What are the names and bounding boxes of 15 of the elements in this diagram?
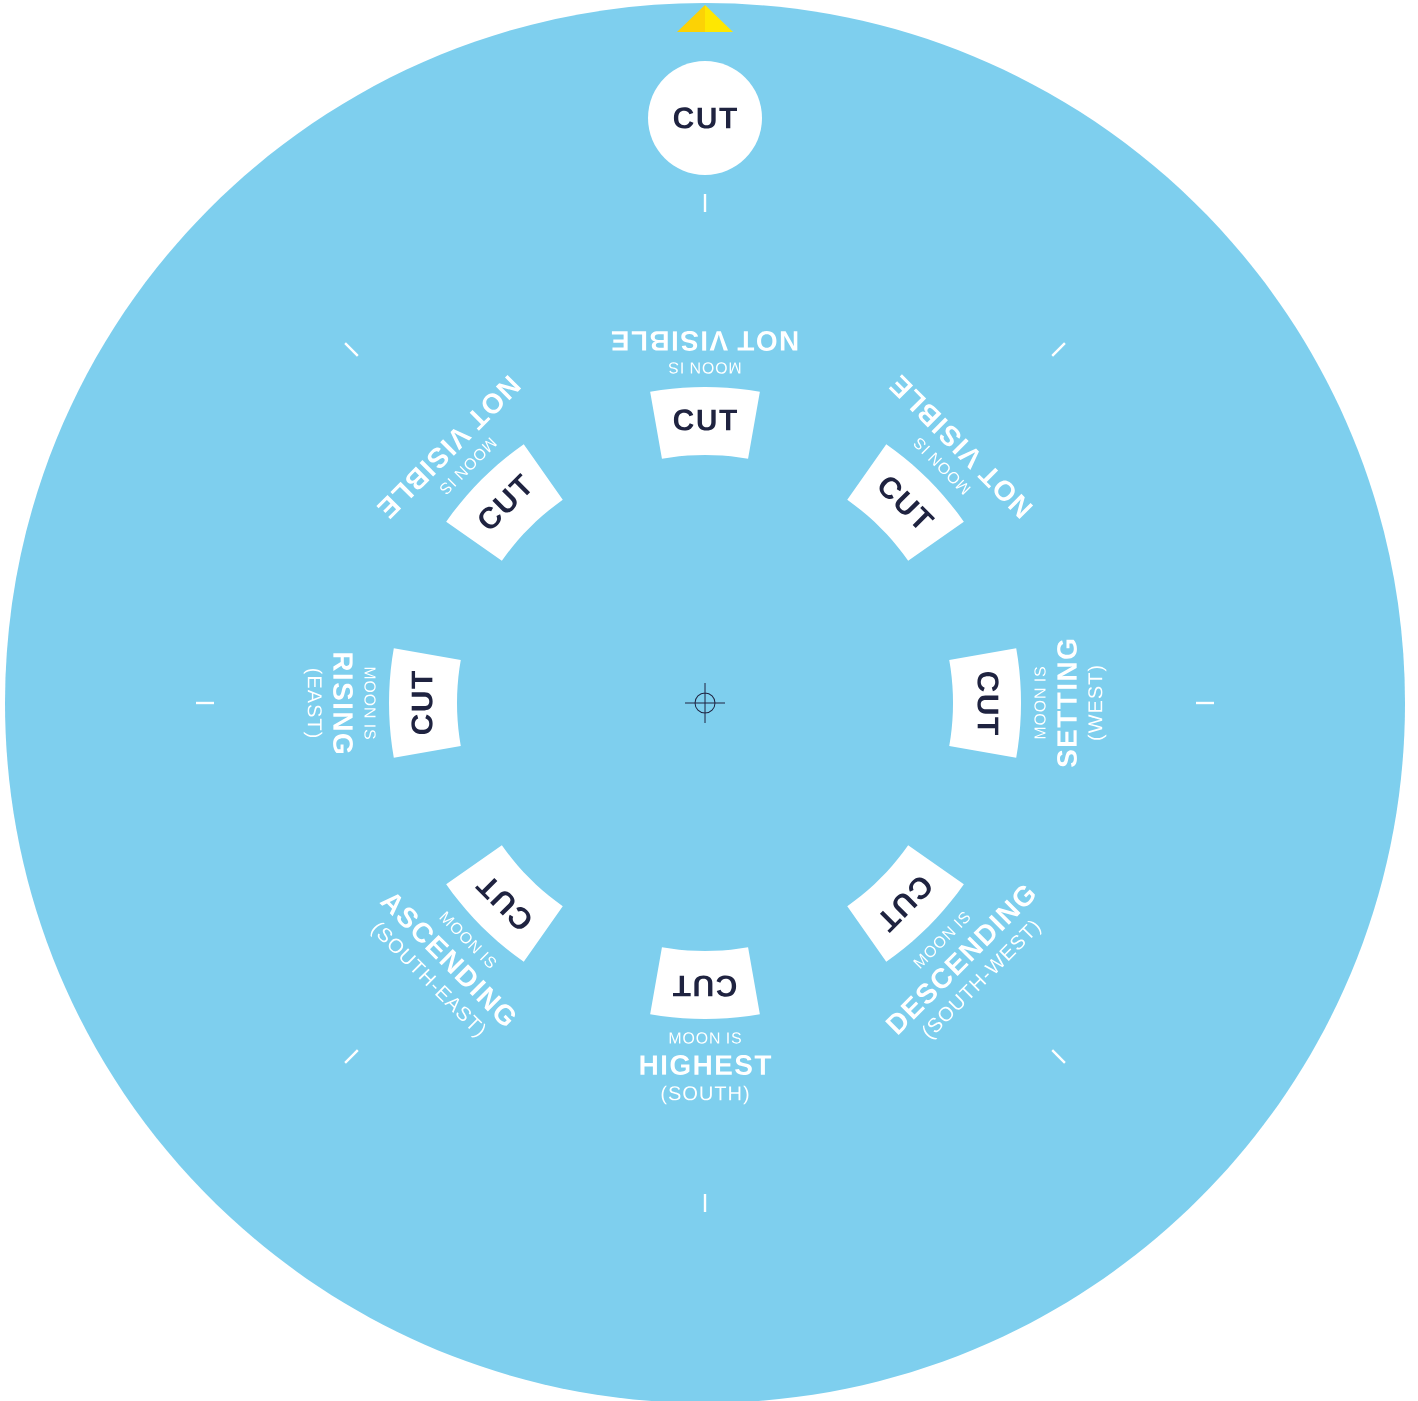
window-label: MOON IS <box>669 362 741 374</box>
window-label: SETTING <box>1057 639 1077 768</box>
window-label: MOON IS <box>364 667 376 739</box>
window-label: MOON IS <box>1034 667 1046 739</box>
cut-window: CUT <box>650 947 760 1019</box>
cut-window: CUT <box>650 387 760 459</box>
window-label: RISING <box>333 653 353 753</box>
window-label: (WEST) <box>1087 666 1107 740</box>
window-label: (EAST) <box>303 668 323 738</box>
window-label: MOON IS <box>669 1032 741 1044</box>
window-label: (SOUTH) <box>661 1085 749 1105</box>
window-label: NOT VISIBLE <box>611 331 798 351</box>
cut-window: CUT <box>949 648 1021 758</box>
cut-window: CUT <box>389 648 461 758</box>
window-label: HIGHEST <box>640 1055 772 1075</box>
